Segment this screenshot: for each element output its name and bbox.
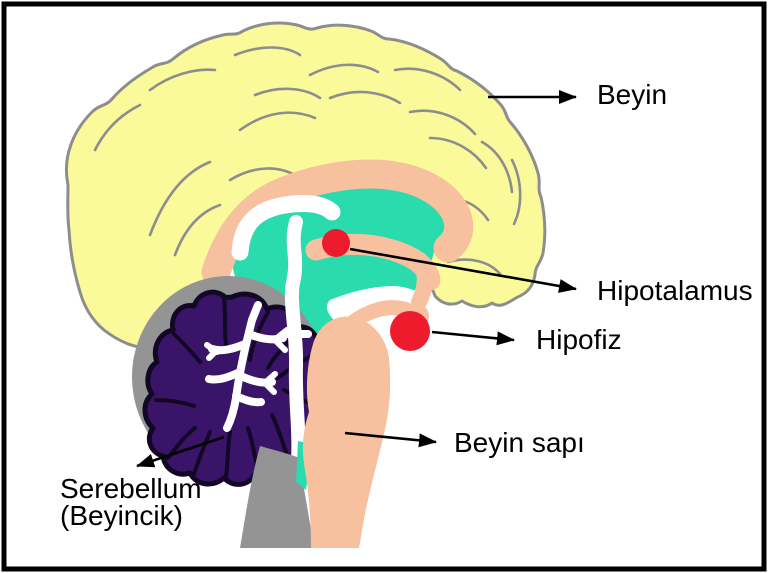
fornix-shape: [231, 195, 341, 261]
serebellum-label-line2: (Beyincik): [60, 500, 183, 531]
spinal-cord-shape: [240, 446, 314, 548]
hipotalamus-arrow: [349, 247, 577, 293]
pituitary-stalk: [411, 252, 433, 310]
serebellum-label-line1: Serebellum: [60, 473, 202, 504]
white-matter-band: [284, 215, 306, 467]
serebellum-label: Serebellum (Beyincik): [60, 473, 202, 531]
hipotalamus-label: Hipotalamus: [597, 275, 753, 306]
hypothalamus-dot: [322, 229, 350, 257]
beyin-sapi-arrow: [344, 431, 437, 448]
serebellum-arrow: [136, 435, 225, 468]
hipofiz-arrow: [431, 330, 515, 346]
infundibulum-arm: [344, 300, 415, 331]
hypophysis-dot: [390, 311, 430, 351]
arbor-vitae: [204, 301, 312, 432]
beyin-label: Beyin: [597, 79, 668, 110]
beyin-sapi-label: Beyin sapı: [454, 427, 585, 458]
hipofiz-label: Hipofiz: [536, 324, 622, 355]
callout-arrows: [136, 90, 577, 468]
